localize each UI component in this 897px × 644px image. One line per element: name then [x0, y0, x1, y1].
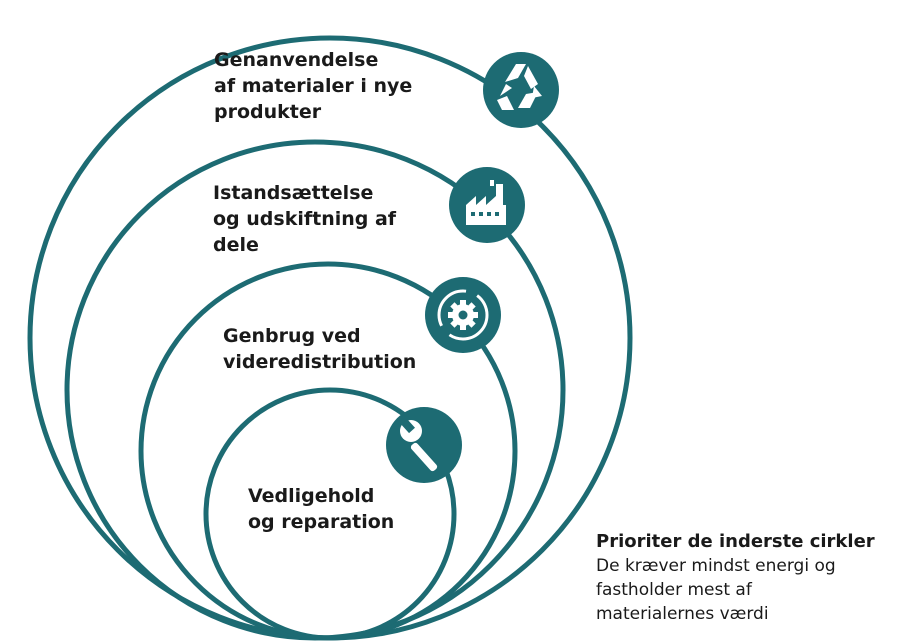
factory-icon — [449, 167, 525, 243]
recycle-icon — [483, 52, 559, 128]
wrench-icon — [386, 407, 462, 483]
inner-circle-maintain — [203, 387, 457, 641]
label-reuse: Genbrug ved videredistribution — [223, 325, 417, 373]
priority-note: Prioriter de inderste cirkler De kræver … — [596, 530, 875, 626]
gear-cycle-icon — [425, 277, 501, 353]
priority-note-line: materialernes værdi — [596, 604, 769, 624]
priority-note-line: fastholder mest af — [596, 580, 752, 600]
priority-note-title: Prioriter de inderste cirkler — [596, 531, 875, 552]
label-maintain: Vedligehold og reparation — [248, 485, 395, 533]
label-refurbish: Istandsættelse og udskiftning af dele — [213, 182, 397, 256]
priority-note-line: De kræver mindst energi og — [596, 556, 836, 576]
label-recycling: Genanvendelse af materialer i nye produk… — [214, 49, 413, 123]
